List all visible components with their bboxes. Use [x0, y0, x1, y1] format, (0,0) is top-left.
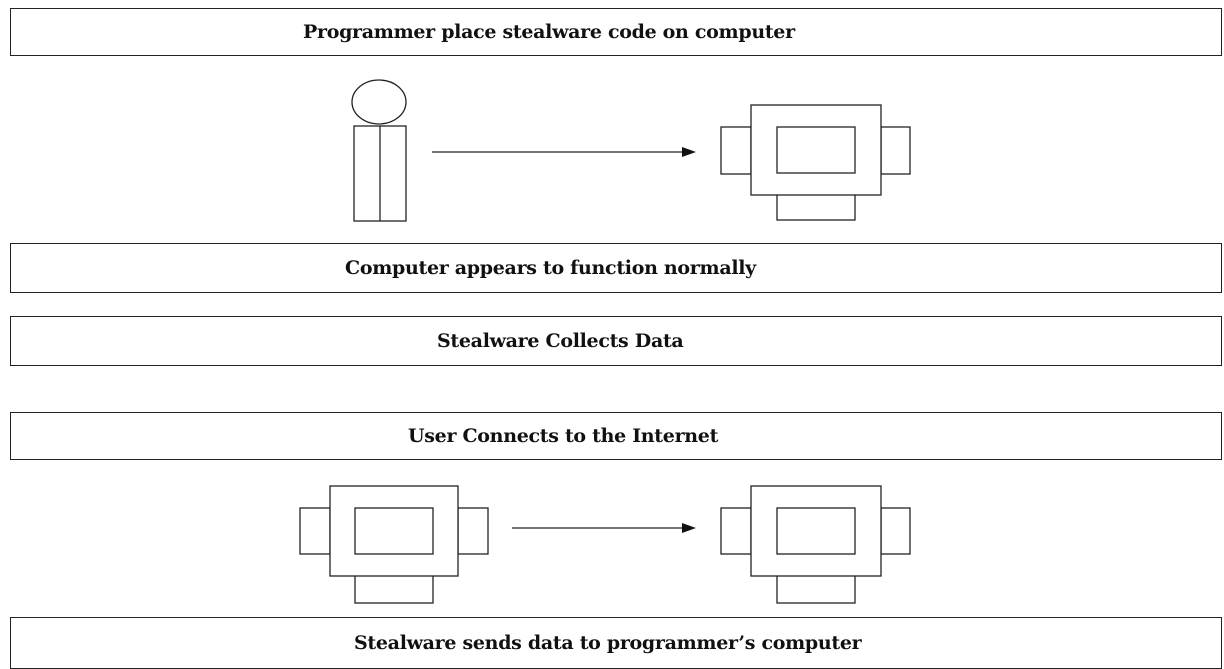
step-label-place-code: Programmer place stealware code on compu…	[303, 21, 795, 43]
computer-left-speaker	[720, 126, 752, 175]
step-box-appears-normal: Computer appears to function normally	[10, 243, 1222, 293]
step-box-place-code: Programmer place stealware code on compu…	[10, 8, 1222, 56]
person-head	[351, 79, 407, 125]
computer-right-speaker	[457, 507, 489, 555]
step-label-connects-internet: User Connects to the Internet	[408, 425, 719, 447]
computer-right-speaker	[880, 126, 911, 175]
step-label-collects-data: Stealware Collects Data	[437, 330, 684, 352]
step-label-sends-data: Stealware sends data to programmer’s com…	[354, 632, 862, 654]
right-arrow-icon	[432, 147, 696, 157]
computer-icon	[299, 485, 489, 604]
computer-left-speaker	[720, 507, 752, 555]
step-box-sends-data: Stealware sends data to programmer’s com…	[10, 617, 1222, 669]
computer-icon	[720, 104, 911, 221]
computer-left-speaker	[299, 507, 331, 555]
programmer-person-icon	[351, 79, 407, 222]
step-label-appears-normal: Computer appears to function normally	[345, 257, 756, 279]
computer-screen	[776, 507, 856, 555]
step-box-connects-internet: User Connects to the Internet	[10, 412, 1222, 460]
computer-screen	[776, 126, 856, 174]
computer-screen	[354, 507, 434, 555]
step-box-collects-data: Stealware Collects Data	[10, 316, 1222, 366]
right-arrow-icon	[512, 523, 696, 533]
computer-icon	[720, 485, 911, 604]
computer-right-speaker	[880, 507, 911, 555]
